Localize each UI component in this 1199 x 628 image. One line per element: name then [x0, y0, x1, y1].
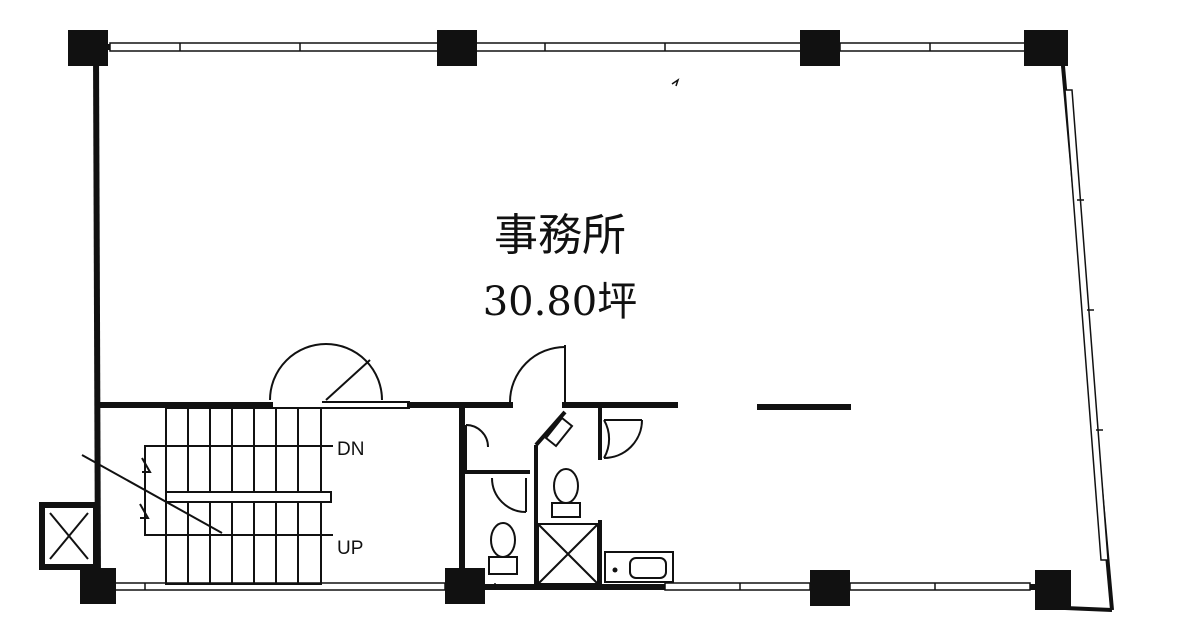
toilet-door-swing: [465, 424, 489, 448]
toilet-door-swing-2: [491, 477, 527, 513]
column: [1035, 570, 1071, 610]
office-room-name: 事務所: [494, 210, 626, 261]
toilet-icon: [551, 468, 581, 518]
staircase: DN UP: [81, 407, 364, 585]
kitchenette-sink: [604, 551, 674, 583]
column: [800, 30, 840, 66]
stair-down-label: DN: [337, 439, 364, 460]
corridor-door-swing: [509, 346, 566, 403]
closet-door-swing: [603, 419, 611, 459]
toilet-icon: [488, 522, 518, 575]
toilets: [488, 468, 581, 575]
column: [437, 30, 477, 66]
entrance-door-leaf: [325, 359, 371, 401]
duct-shaft: [39, 502, 99, 570]
exterior-walls: [85, 42, 1114, 612]
structural-columns: [68, 30, 1071, 610]
office-room-area: 30.80坪: [483, 279, 638, 325]
column: [1024, 30, 1068, 66]
entrance-door-swing: [269, 343, 383, 401]
core-partitions: [95, 401, 851, 588]
pipe-shaft: [537, 523, 599, 585]
doors: [269, 343, 643, 513]
column: [80, 568, 116, 604]
scan-mark: [671, 78, 680, 87]
column: [68, 30, 108, 66]
column: [810, 570, 850, 606]
stair-up-label: UP: [337, 538, 363, 559]
